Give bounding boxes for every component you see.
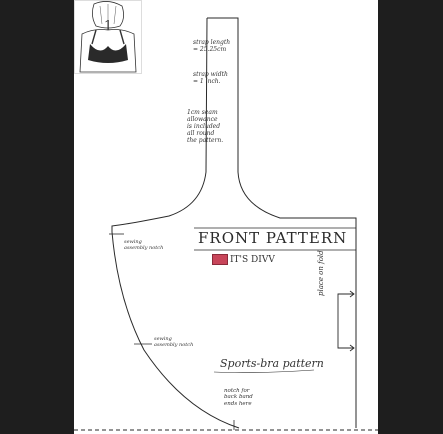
pattern-right-edge xyxy=(207,17,357,428)
brand-name: IT'S DIVV xyxy=(230,254,275,265)
pattern-page: 1 strap length = 25.25cm strap width = 1… xyxy=(74,0,378,434)
sports-bra-sketch xyxy=(74,0,142,74)
seam-allowance-note: 1cm seam allowance is included all round… xyxy=(187,109,224,144)
pattern-outline xyxy=(74,17,378,431)
sewing-notch-top-label: sewing assembly notch xyxy=(124,239,164,251)
strap-length-note: strap length = 25.25cm xyxy=(193,39,231,53)
place-on-fold-label: place on fold xyxy=(317,250,325,296)
pattern-left-edge xyxy=(111,17,240,429)
brand-mark: IT'S DIVV xyxy=(212,254,275,265)
sewing-notch-bottom-label: sewing assembly notch xyxy=(154,336,194,348)
fold-arrow-icon xyxy=(337,290,355,352)
page-number: 1 xyxy=(104,19,113,34)
label-underline xyxy=(213,369,315,373)
back-band-note: notch for back band ends here xyxy=(224,388,253,407)
pattern-label: Sports-bra pattern xyxy=(220,357,324,370)
strap-width-note: strap width = 1 inch. xyxy=(193,71,228,85)
pattern-title: FRONT PATTERN xyxy=(198,229,348,247)
brand-logo-icon xyxy=(212,254,228,265)
